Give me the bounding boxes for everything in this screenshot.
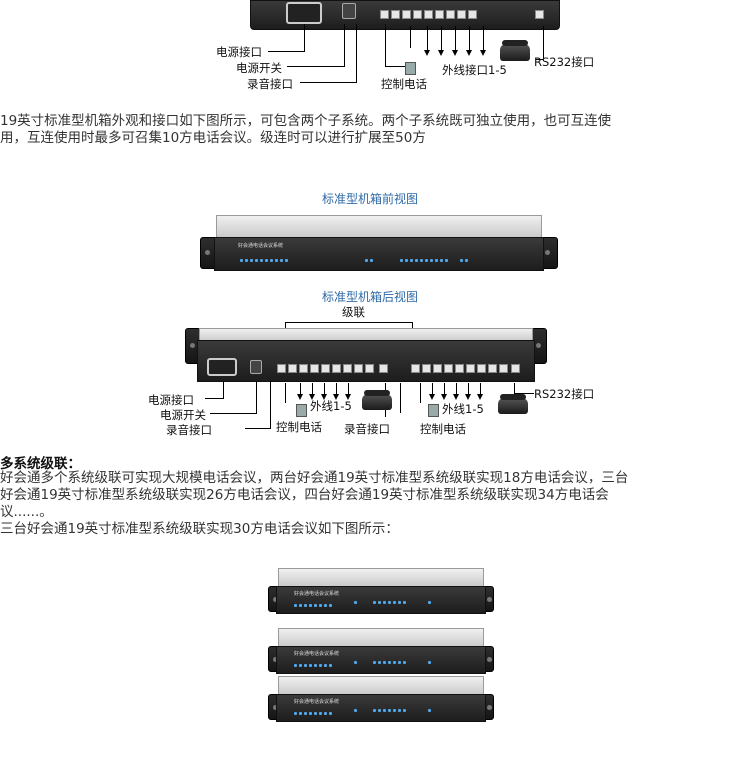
rear-label-rs232: RS232接口 <box>534 387 595 401</box>
top-label-record-port: 录音接口 <box>247 77 293 91</box>
top-rear-panel-figure <box>250 0 560 90</box>
rear-label-outside-lines-left: 外线1-5 <box>310 399 352 413</box>
rear-label-outside-lines-right: 外线1-5 <box>442 402 484 416</box>
intro-paragraph: 19英寸标准型机箱外观和接口如下图所示，可包含两个子系统。两个子系统既可独立使用… <box>0 113 750 147</box>
multi-line-4: 三台好会通19英寸标准型系统级联实现30方电话会议如下图所示： <box>0 521 399 537</box>
stacked-device-1: 好会通电话会议系统 <box>268 568 494 614</box>
top-label-outside-lines: 外线接口1-5 <box>442 63 507 77</box>
rear-label-record-port-left: 录音接口 <box>166 423 212 437</box>
rear-telephone-left-icon <box>362 390 392 410</box>
top-port-row <box>380 10 477 19</box>
multi-line-3: 议......。 <box>0 504 53 520</box>
front-device-label: 好会通电话会议系统 <box>238 243 284 249</box>
multi-system-paragraph: 好会通多个系统级联可实现大规模电话会议，两台好会通19英寸标准型系统级联实现18… <box>0 470 750 538</box>
multi-system-heading: 多系统级联： <box>0 456 81 472</box>
top-telephone-icon <box>500 40 530 61</box>
cascade-label: 级联 <box>342 305 365 319</box>
rear-telephone-right-icon <box>498 394 528 414</box>
top-power-switch <box>342 3 356 19</box>
multi-line-1: 好会通多个系统级联可实现大规模电话会议，两台好会通19英寸标准型系统级联实现18… <box>0 470 629 486</box>
top-label-rs232: RS232接口 <box>534 55 595 69</box>
rear-label-power-switch: 电源开关 <box>160 408 206 422</box>
top-rs232-port <box>535 10 544 19</box>
top-label-control-phone: 控制电话 <box>381 77 427 91</box>
rear-view-device <box>185 328 547 383</box>
top-label-power-port: 电源接口 <box>216 45 262 59</box>
stack-3-label: 好会通电话会议系统 <box>294 699 340 705</box>
front-view-device: 好会通电话会议系统 <box>200 215 558 273</box>
multi-line-2: 好会通19英寸标准型系统级联实现26方电话会议，四台好会通19英寸标准型系统级联… <box>0 487 609 503</box>
rear-label-power-port: 电源接口 <box>148 393 194 407</box>
stacked-device-2: 好会通电话会议系统 <box>268 628 494 674</box>
rear-label-record-port-mid: 录音接口 <box>344 422 390 436</box>
rear-label-control-phone-left: 控制电话 <box>276 420 322 434</box>
rear-control-phone-right-icon <box>428 404 439 417</box>
intro-line-2: 用，互连使用时最多可召集10方电话会议。级连时可以进行扩展至50方 <box>0 130 426 146</box>
top-label-power-switch: 电源开关 <box>236 61 282 75</box>
stacked-device-3: 好会通电话会议系统 <box>268 676 494 722</box>
top-control-phone-icon <box>405 62 416 75</box>
rear-view-caption: 标准型机箱后视图 <box>321 290 418 304</box>
intro-line-1: 19英寸标准型机箱外观和接口如下图所示，可包含两个子系统。两个子系统既可独立使用… <box>0 113 612 129</box>
rear-control-phone-left-icon <box>296 404 307 417</box>
stack-2-label: 好会通电话会议系统 <box>294 651 340 657</box>
front-view-caption: 标准型机箱前视图 <box>321 192 418 206</box>
top-power-socket <box>286 2 322 24</box>
stack-1-label: 好会通电话会议系统 <box>294 591 340 597</box>
rear-label-control-phone-right: 控制电话 <box>420 422 466 436</box>
